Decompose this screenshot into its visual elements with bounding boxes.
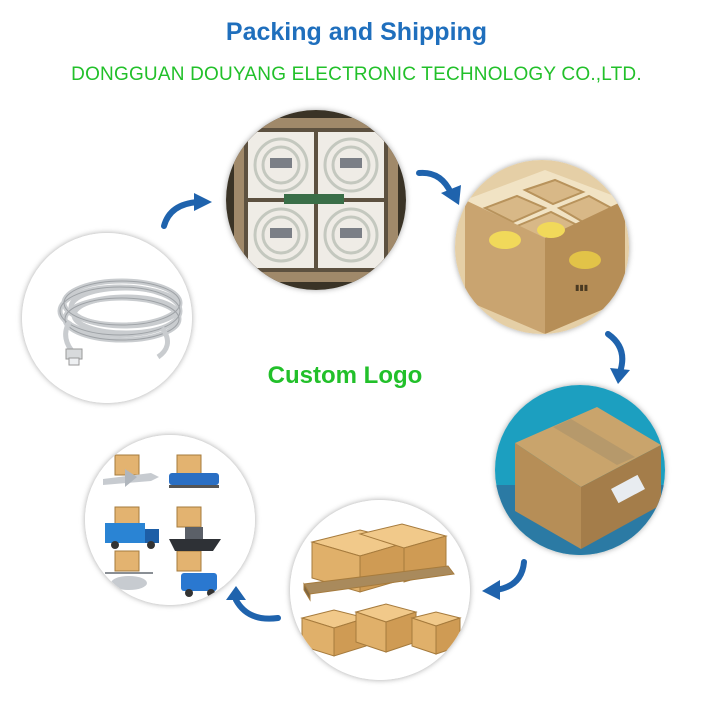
page-title: Packing and Shipping: [225, 18, 488, 46]
arrow-icon: [226, 586, 281, 622]
arrow-icon: [161, 193, 212, 229]
shipping-methods-icon: [85, 435, 255, 605]
company-name: DONGGUAN DOUYANG ELECTRONIC TECHNOLOGY C…: [71, 64, 642, 85]
packed-cable-coils-icon: [226, 110, 406, 290]
arrow-icon: [482, 559, 527, 600]
network-cable-icon: [22, 233, 192, 403]
sealed-carton-icon: [495, 385, 665, 555]
carton-compartments-icon: ▮▮▮: [455, 160, 629, 334]
pallet-cartons-icon: [290, 500, 470, 680]
svg-text:▮▮▮: ▮▮▮: [575, 283, 588, 292]
custom-logo-label: Custom Logo: [267, 362, 423, 389]
arrow-icon: [605, 331, 630, 384]
arrow-icon: [416, 169, 461, 205]
